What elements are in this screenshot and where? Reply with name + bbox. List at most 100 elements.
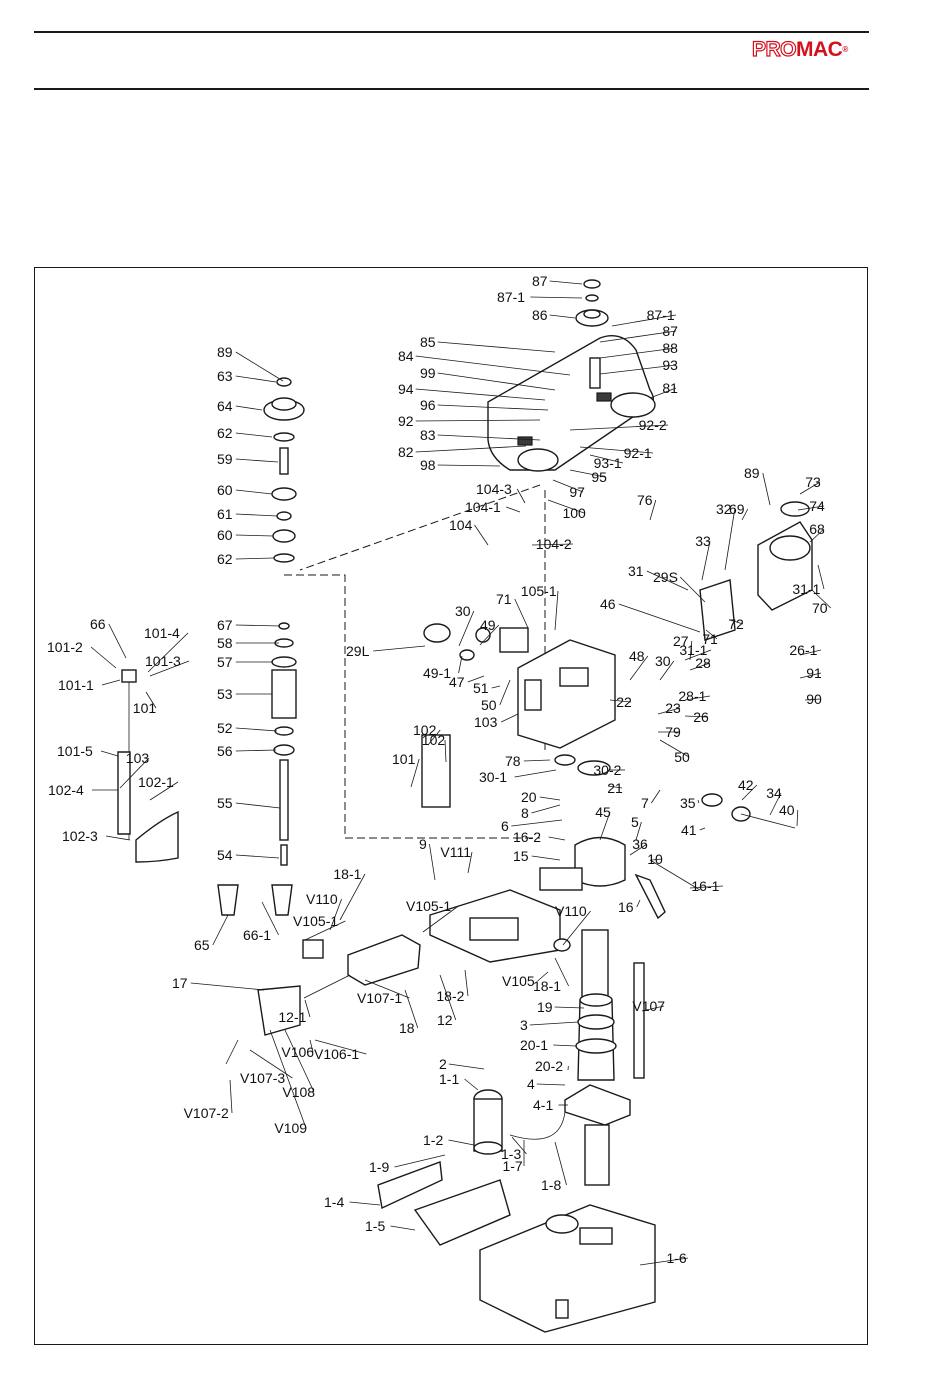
part-label: 36 — [632, 836, 648, 852]
leader-line — [479, 624, 500, 646]
part-label: 62 — [217, 551, 233, 567]
part-label: 1-4 — [324, 1194, 344, 1210]
part-label: 87-1 — [647, 307, 675, 323]
leader-line — [429, 843, 436, 881]
leader-line — [697, 799, 700, 804]
leader-line — [437, 434, 541, 441]
part-label: 1-5 — [365, 1218, 385, 1234]
part-label: 10 — [647, 851, 663, 867]
part-label: 81 — [662, 380, 678, 396]
part-label: 102-4 — [48, 782, 84, 798]
part-label: 6 — [501, 818, 509, 834]
part-label: 17 — [172, 975, 188, 991]
part-label: 87-1 — [497, 289, 525, 305]
part-label: 54 — [217, 847, 233, 863]
leader-line — [448, 1139, 475, 1146]
leader-line — [611, 314, 677, 327]
part-label: 87 — [532, 273, 548, 289]
part-label: 16-1 — [691, 878, 719, 894]
leader-line — [809, 528, 825, 543]
leader-line — [689, 885, 724, 889]
part-label: 50 — [481, 697, 497, 713]
part-label: 104 — [449, 517, 473, 533]
leader-line — [618, 603, 701, 633]
part-label: 100 — [562, 505, 586, 521]
part-label: 5 — [631, 814, 639, 830]
leader-line — [589, 454, 624, 464]
part-label: V111 — [440, 844, 471, 860]
leader-line — [105, 835, 131, 841]
part-label: V106-1 — [314, 1046, 359, 1062]
part-label: 62 — [217, 425, 233, 441]
leader-line — [762, 472, 771, 506]
part-label: 16 — [618, 899, 634, 915]
leader-line — [491, 685, 501, 689]
part-label: 21 — [607, 780, 623, 796]
leader-line — [684, 715, 709, 718]
leader-line — [651, 858, 663, 861]
leader-line — [579, 446, 654, 454]
leader-line — [108, 623, 127, 659]
leader-line — [235, 351, 284, 382]
part-label: 89 — [744, 465, 760, 481]
diagram-frame — [34, 267, 868, 1345]
part-label: 87 — [662, 323, 678, 339]
part-label: 29S — [653, 569, 678, 585]
promac-logo: PROMAC® — [751, 37, 848, 62]
leader-line — [701, 540, 711, 581]
part-label: V107-2 — [184, 1105, 229, 1121]
leader-line — [101, 679, 121, 686]
part-label: 88 — [662, 340, 678, 356]
leader-line — [458, 655, 463, 674]
part-label: 26 — [693, 709, 709, 725]
part-label: 41 — [681, 822, 697, 838]
leader-line — [539, 796, 561, 801]
leader-line — [464, 969, 469, 997]
part-label: 101 — [392, 751, 416, 767]
part-label: 31 — [628, 563, 644, 579]
leader-line — [235, 513, 278, 517]
part-label: 91 — [806, 665, 822, 681]
leader-line — [415, 355, 571, 376]
part-label: 76 — [637, 492, 653, 508]
part-label: 4-1 — [533, 1097, 553, 1113]
part-label: V108 — [282, 1084, 315, 1100]
leader-line — [437, 341, 556, 353]
leader-line — [349, 1201, 381, 1206]
leader-line — [394, 1154, 446, 1168]
leader-line — [659, 660, 675, 681]
part-label: 1-9 — [369, 1159, 389, 1175]
leader-line — [552, 479, 584, 493]
leader-line — [427, 729, 441, 746]
part-label: 1-1 — [439, 1071, 459, 1087]
part-label: 101-2 — [47, 639, 83, 655]
leader-line — [235, 557, 275, 560]
part-label: 66-1 — [243, 927, 271, 943]
part-label: 102-3 — [62, 828, 98, 844]
leader-line — [235, 802, 281, 809]
part-label: 101-4 — [144, 625, 180, 641]
leader-line — [235, 727, 278, 732]
leader-line — [799, 672, 822, 679]
leader-line — [769, 792, 782, 816]
leader-line — [467, 851, 473, 874]
leader-line — [269, 1029, 307, 1129]
leader-line — [599, 347, 677, 359]
part-label: 22 — [616, 694, 632, 710]
part-label: 2 — [439, 1056, 447, 1072]
leader-line — [531, 855, 561, 861]
leader-line — [514, 769, 557, 778]
part-label: 30-2 — [593, 762, 621, 778]
leader-line — [797, 505, 825, 511]
part-label: 73 — [805, 474, 821, 490]
leader-line — [553, 1044, 577, 1047]
leader-line — [651, 789, 661, 804]
part-label: 59 — [217, 451, 233, 467]
part-label: 51 — [473, 680, 489, 696]
part-label: V110 — [306, 891, 338, 907]
leader-line — [100, 750, 119, 757]
part-label: 23 — [665, 700, 681, 716]
part-label: 69 — [729, 501, 745, 517]
part-label: 103 — [126, 750, 150, 766]
